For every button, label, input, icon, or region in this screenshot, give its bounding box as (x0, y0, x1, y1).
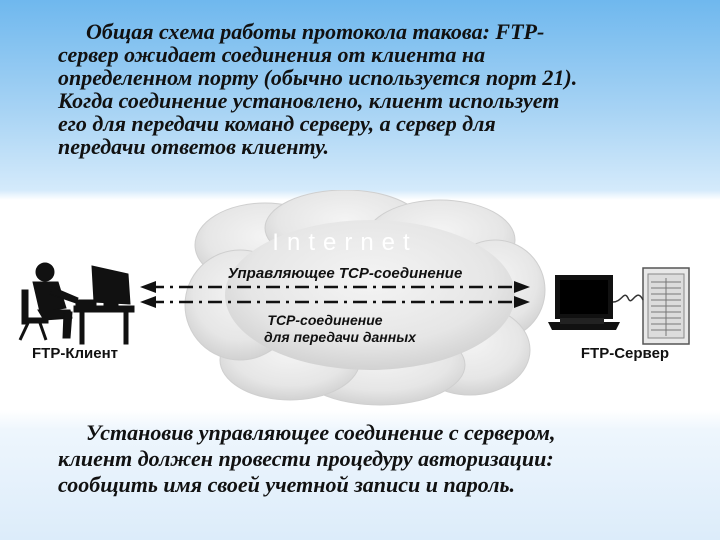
data-arrow-right-head (514, 296, 530, 308)
client-workstation-icon (18, 262, 135, 345)
control-connection-label: Управляющее TCP-соединение (228, 265, 463, 282)
top-line-5: его для передачи команд серверу, а серве… (58, 111, 496, 136)
internet-cloud (184, 190, 546, 406)
data-connection-label-2: для передачи данных (264, 329, 417, 345)
bottom-line-1: Установив управляющее соединение с серве… (86, 420, 556, 445)
data-connection-label-1: TCP-соединение (267, 312, 382, 328)
ftp-diagram: Internet Управляющее TCP-соединение TCP-… (18, 190, 690, 406)
server-label: FTP-Сервер (581, 345, 669, 362)
top-line-6: передачи ответов клиенту. (58, 134, 329, 159)
data-arrow-left-head (140, 296, 156, 308)
bottom-line-3: сообщить имя своей учетной записи и паро… (58, 472, 516, 497)
top-line-1: Общая схема работы протокола такова: FTP… (86, 19, 545, 44)
control-arrow-left-head (140, 281, 156, 293)
control-arrow-right-head (514, 281, 530, 293)
bottom-paragraph: Установив управляющее соединение с серве… (58, 420, 718, 498)
top-line-3: определенном порту (обычно используется … (58, 65, 578, 90)
top-paragraph: Общая схема работы протокола такова: FTP… (58, 20, 718, 158)
bottom-line-2: клиент должен провести процедуру авториз… (58, 446, 554, 471)
cloud-label: Internet (272, 229, 417, 256)
server-icon (548, 267, 690, 345)
top-line-4: Когда соединение установлено, клиент исп… (58, 88, 560, 113)
client-label: FTP-Клиент (32, 345, 118, 362)
top-line-2: сервер ожидает соединения от клиента на (58, 42, 486, 67)
